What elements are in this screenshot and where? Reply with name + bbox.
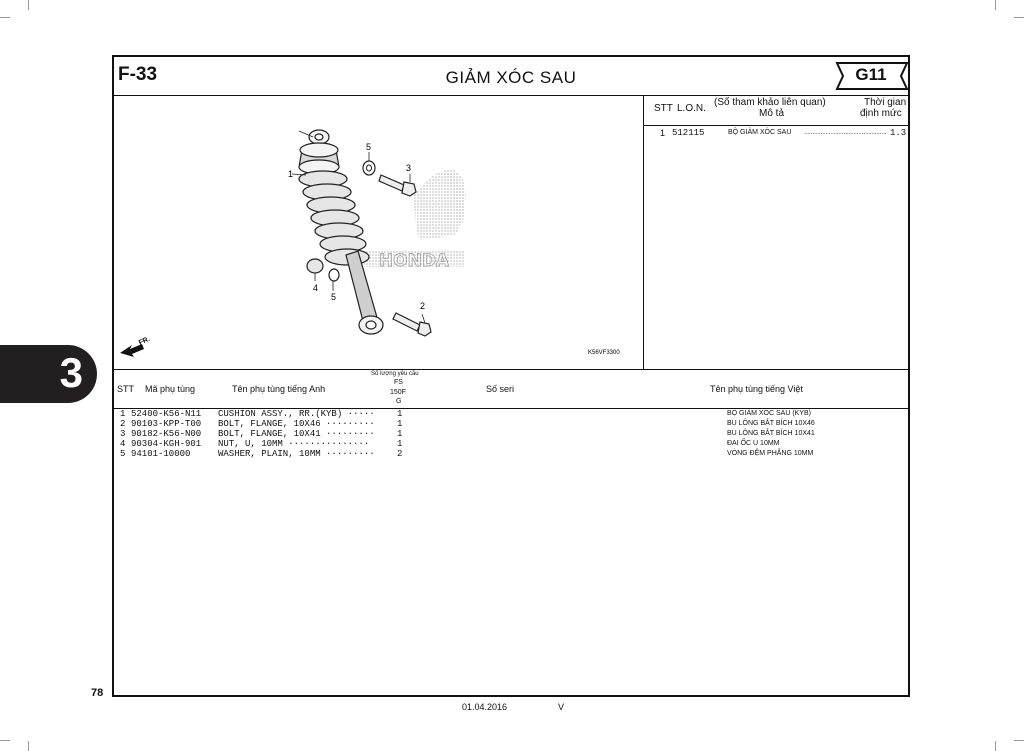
lon-col-time-line1: Thời gian xyxy=(864,97,907,108)
exploded-diagram: HONDA xyxy=(114,95,644,369)
callout-2: 2 xyxy=(420,301,425,311)
chapter-tab: 3 xyxy=(0,345,97,403)
row-stt: 2 xyxy=(120,419,126,429)
table-row: 2 90103-KPP-T00 BOLT, FLANGE, 10X46 ····… xyxy=(114,419,908,429)
honda-watermark-text: HONDA xyxy=(379,251,450,271)
section-divider xyxy=(114,369,908,370)
group-badge-label: G11 xyxy=(855,65,887,84)
lon-row-stt: 1 xyxy=(660,128,666,138)
row-part-no: 90182-K56-N00 xyxy=(131,429,202,439)
lon-table-header: STT L.O.N. (Số tham khảo liên quan) Mô t… xyxy=(644,95,908,126)
footer-version: V xyxy=(558,702,565,712)
bolt-lower xyxy=(392,312,432,337)
lon-row-code: 512115 xyxy=(672,128,705,138)
crop-mark xyxy=(0,740,10,741)
shock-absorber-drawing: HONDA xyxy=(120,129,620,357)
callout-4: 4 xyxy=(313,283,318,293)
row-part-no: 90304-KGH-901 xyxy=(131,439,202,449)
front-direction-arrow-icon xyxy=(120,344,144,357)
crop-mark xyxy=(28,741,29,751)
lon-col-desc-line2: Mô tả xyxy=(759,108,785,119)
row-qty: 1 xyxy=(397,439,403,449)
page-header: F-33 GIẢM XÓC SAU G11 xyxy=(114,57,909,96)
parts-col-serial: Số seri xyxy=(486,384,515,394)
front-direction-label: FR. xyxy=(138,336,151,347)
row-name-vi: BU LÔNG BẮT BÍCH 10X46 xyxy=(727,420,815,427)
leader-lines xyxy=(291,130,426,324)
table-row: 1 52400-K56-N11 CUSHION ASSY., RR.(KYB) … xyxy=(114,409,908,419)
crop-mark xyxy=(28,0,29,10)
u-nut xyxy=(306,258,324,274)
row-qty: 1 xyxy=(397,429,403,439)
row-stt: 5 xyxy=(120,449,126,459)
group-badge: G11 xyxy=(835,61,909,91)
row-name-vi: VÒNG ĐỆM PHẲNG 10MM xyxy=(727,450,814,457)
row-part-no: 94101-10000 xyxy=(131,449,191,459)
row-name-en: BOLT, FLANGE, 10X46 ········· xyxy=(218,419,375,429)
parts-col-qty-line2: FS xyxy=(394,379,403,386)
crop-mark xyxy=(1014,17,1024,18)
figure-code: F-33 xyxy=(118,64,158,85)
row-qty: 1 xyxy=(397,419,403,429)
lon-col-desc-line1: (Số tham khảo liên quan) xyxy=(714,97,826,108)
row-name-en: WASHER, PLAIN, 10MM ········· xyxy=(218,449,375,459)
row-qty: 2 xyxy=(397,449,403,459)
bolt-upper xyxy=(378,174,417,197)
row-name-vi: BU LÔNG BẮT BÍCH 10X41 xyxy=(727,430,815,437)
row-stt: 3 xyxy=(120,429,126,439)
parts-col-part-no: Mã phụ tùng xyxy=(145,384,196,394)
lon-row-desc: BỘ GIẢM XÓC SAU xyxy=(728,129,792,136)
badge-outline-icon xyxy=(835,62,909,90)
callout-5-lower: 5 xyxy=(331,292,336,302)
washer-lower xyxy=(328,268,340,282)
catalog-page-frame: F-33 GIẢM XÓC SAU G11 HONDA xyxy=(112,55,910,697)
parts-table-header: STT Mã phụ tùng Tên phụ tùng tiếng Anh S… xyxy=(114,370,908,409)
row-name-vi: BỘ GIẢM XÓC SAU (KYB) xyxy=(727,410,812,417)
row-stt: 4 xyxy=(120,439,126,449)
row-qty: 1 xyxy=(397,409,403,419)
table-row: 5 94101-10000 WASHER, PLAIN, 10MM ······… xyxy=(114,449,908,459)
crop-mark xyxy=(1014,740,1024,741)
page-number: 78 xyxy=(91,687,104,699)
drawing-code: K56VF3300 xyxy=(588,350,620,356)
lon-col-time-line2: định mức xyxy=(860,108,902,119)
row-name-en: CUSHION ASSY., RR.(KYB) ····· xyxy=(218,409,375,419)
parts-col-qty-line1: Số lượng yêu cầu xyxy=(371,371,419,377)
lon-row-time: 1.3 xyxy=(890,128,907,138)
rear-shock-absorber xyxy=(298,129,384,335)
crop-mark xyxy=(995,0,996,10)
row-name-en: BOLT, FLANGE, 10X41 ········· xyxy=(218,429,375,439)
row-name-en: NUT, U, 10MM ··············· xyxy=(218,439,370,449)
page-title: GIẢM XÓC SAU xyxy=(445,68,577,87)
row-name-vi: ĐAI ỐC U 10MM xyxy=(727,440,780,447)
lon-row-leader-dots: ........................................… xyxy=(804,129,886,136)
crop-mark xyxy=(995,741,996,751)
lon-col-stt: STT xyxy=(654,103,673,114)
row-part-no: 52400-K56-N11 xyxy=(131,409,202,419)
callout-1: 1 xyxy=(288,169,293,179)
parts-col-qty-line3: 150F xyxy=(390,389,406,396)
callout-3: 3 xyxy=(406,163,411,173)
lon-col-lon: L.O.N. xyxy=(677,103,706,114)
chapter-tab-label: 3 xyxy=(59,349,83,396)
parts-col-name-en: Tên phụ tùng tiếng Anh xyxy=(232,384,326,394)
honda-wing-watermark xyxy=(364,169,466,267)
table-row: 3 90182-K56-N00 BOLT, FLANGE, 10X41 ····… xyxy=(114,429,908,439)
washer-upper-hole xyxy=(366,164,372,172)
footer-date: 01.04.2016 xyxy=(462,702,508,712)
crop-mark xyxy=(0,17,10,18)
callout-5-upper: 5 xyxy=(366,142,371,152)
parts-col-name-vi: Tên phụ tùng tiếng Việt xyxy=(710,384,803,394)
parts-col-qty-line4: G xyxy=(396,398,402,405)
parts-col-stt: STT xyxy=(117,384,134,394)
table-row: 4 90304-KGH-901 NUT, U, 10MM ···········… xyxy=(114,439,908,449)
row-part-no: 90103-KPP-T00 xyxy=(131,419,202,429)
row-stt: 1 xyxy=(120,409,126,419)
